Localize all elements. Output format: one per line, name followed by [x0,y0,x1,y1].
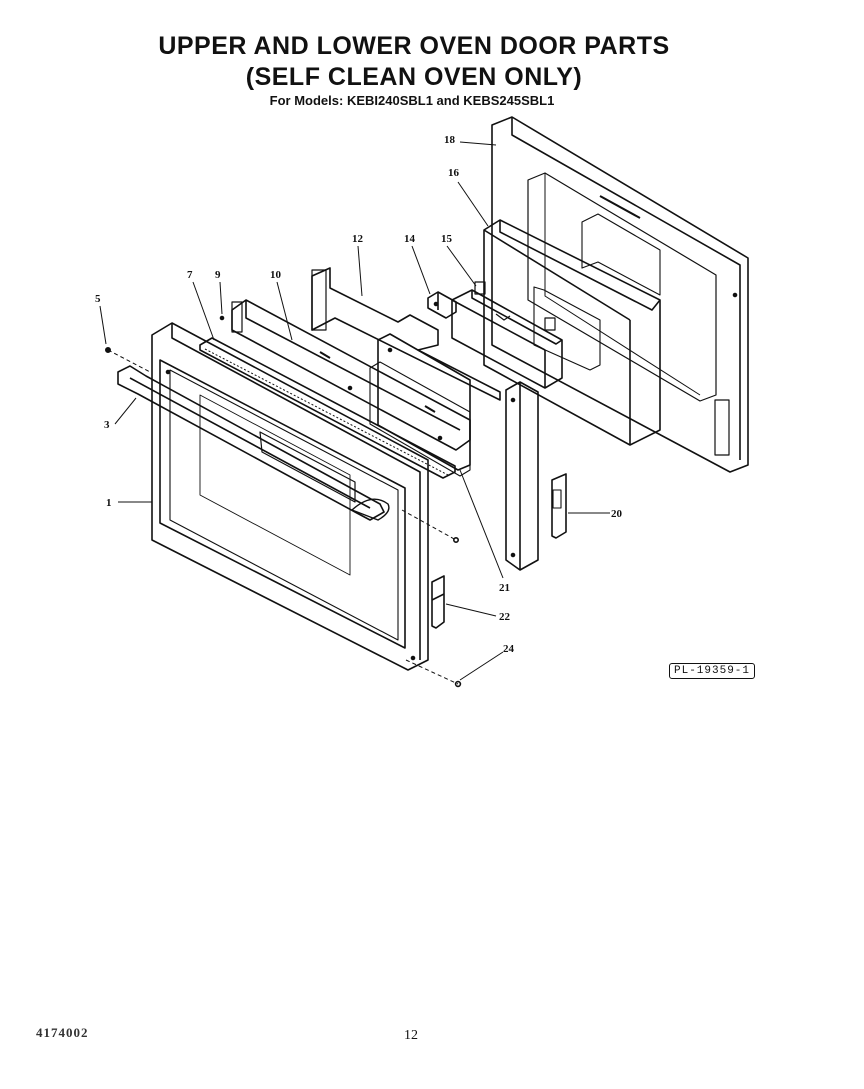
doc-code: 4174002 [36,1025,89,1040]
callout-1: 1 [106,497,112,509]
callout-18: 18 [444,134,456,146]
callout-10: 10 [270,269,282,281]
callout-15: 15 [441,233,453,245]
leader-lines [99,141,610,681]
callout-12: 12 [352,233,364,245]
callout-16: 16 [448,167,460,179]
page-number: 12 [404,1028,418,1043]
callout-14: 14 [404,233,416,245]
part-14-bracket [427,291,457,319]
part-10-vent-panel [231,299,471,451]
callout-22: 22 [499,611,511,623]
part-1-door-frame [151,322,429,671]
part-22-lower-bracket [431,575,445,629]
part-18-outer-panel [491,116,749,473]
part-24-screw [454,680,462,688]
part-16-glass-pack [483,213,661,446]
callout-24: 24 [503,643,515,655]
callout-9: 9 [215,269,221,281]
part-21-liner [369,361,539,571]
callout-7: 7 [187,269,193,281]
part-15-baffle [451,281,563,389]
callout-20: 20 [611,508,623,520]
plate-id-label: PL-19359-1 [669,663,756,679]
models-line: For Models: KEBI240SBL1 and KEBS245SBL1 [269,93,555,108]
screw [452,536,459,543]
callout-21: 21 [499,582,510,594]
assembly-lines [107,349,459,685]
part-5-screw [105,346,112,353]
part-3-handle [117,365,390,521]
part-20-hinge [551,473,567,539]
callout-5: 5 [95,293,101,305]
callout-3: 3 [104,419,110,431]
page-title: UPPER AND LOWER OVEN DOOR PARTS [158,32,670,60]
page-subtitle: (SELF CLEAN OVEN ONLY) [245,63,583,91]
part-7-trim [199,315,456,479]
